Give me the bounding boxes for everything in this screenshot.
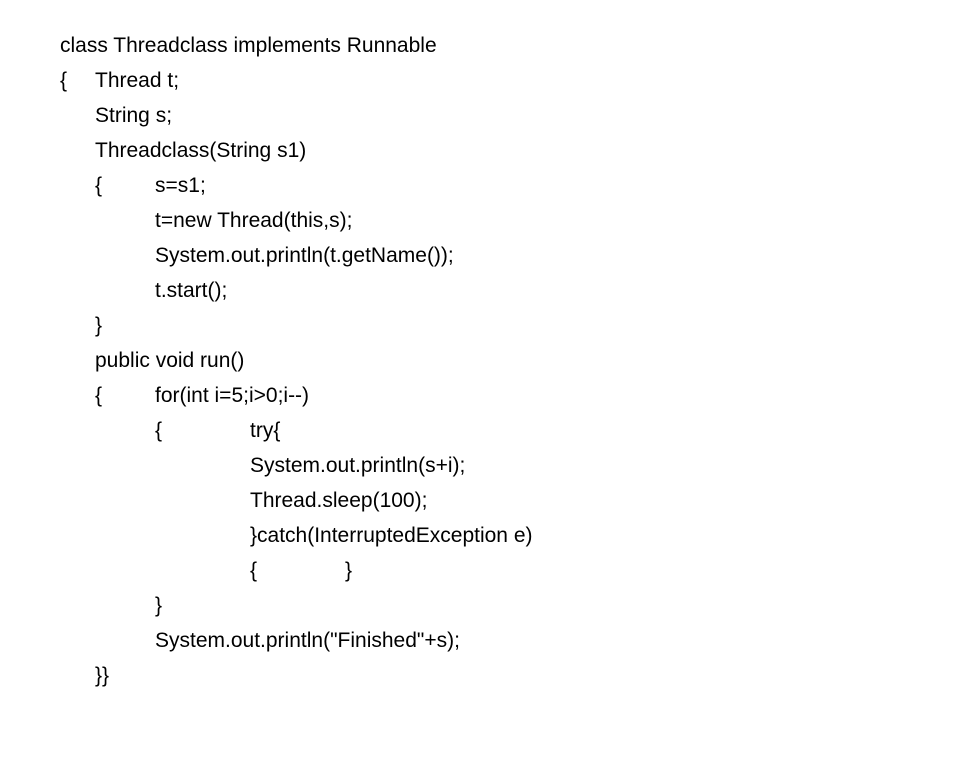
code-text: Thread.sleep(100); <box>250 489 428 512</box>
code-text: public void run() <box>95 349 245 372</box>
code-line: class Threadclass implements Runnable <box>0 28 960 63</box>
code-text: s=s1; <box>155 174 206 197</box>
close-brace: } <box>345 559 353 582</box>
slide: class Threadclass implements Runnable { … <box>0 28 960 693</box>
open-brace: { <box>95 384 103 407</box>
code-line: Thread.sleep(100); <box>0 483 960 518</box>
open-brace: { <box>155 419 163 442</box>
open-brace: { <box>250 559 258 582</box>
code-text: class Threadclass implements Runnable <box>60 34 437 57</box>
code-line: Threadclass(String s1) <box>0 133 960 168</box>
code-text: t=new Thread(this,s); <box>155 209 353 232</box>
code-line: } <box>0 588 960 623</box>
code-text: System.out.println("Finished"+s); <box>155 629 460 652</box>
code-line: }} <box>0 658 960 693</box>
code-line: { s=s1; <box>0 168 960 203</box>
code-text: System.out.println(t.getName()); <box>155 244 454 267</box>
code-line: t.start(); <box>0 273 960 308</box>
code-text: }catch(InterruptedException e) <box>250 524 533 547</box>
code-text: Threadclass(String s1) <box>95 139 307 162</box>
code-text: t.start(); <box>155 279 228 302</box>
code-text: String s; <box>95 104 173 127</box>
close-brace: } <box>95 314 103 337</box>
code-line: System.out.println(t.getName()); <box>0 238 960 273</box>
code-line: System.out.println("Finished"+s); <box>0 623 960 658</box>
code-line: System.out.println(s+i); <box>0 448 960 483</box>
code-line: { try{ <box>0 413 960 448</box>
close-brace: } <box>155 594 163 617</box>
code-line: { } <box>0 553 960 588</box>
code-text: try{ <box>250 419 281 442</box>
code-text: for(int i=5;i>0;i--) <box>155 384 310 407</box>
close-brace: }} <box>95 664 110 687</box>
code-line: }catch(InterruptedException e) <box>0 518 960 553</box>
code-line: { for(int i=5;i>0;i--) <box>0 378 960 413</box>
code-line: } <box>0 308 960 343</box>
code-line: public void run() <box>0 343 960 378</box>
open-brace: { <box>95 174 103 197</box>
open-brace: { <box>60 69 68 92</box>
code-text: Thread t; <box>95 69 180 92</box>
code-line: String s; <box>0 98 960 133</box>
code-line: t=new Thread(this,s); <box>0 203 960 238</box>
code-line: { Thread t; <box>0 63 960 98</box>
code-block: class Threadclass implements Runnable { … <box>0 28 960 693</box>
code-text: System.out.println(s+i); <box>250 454 466 477</box>
